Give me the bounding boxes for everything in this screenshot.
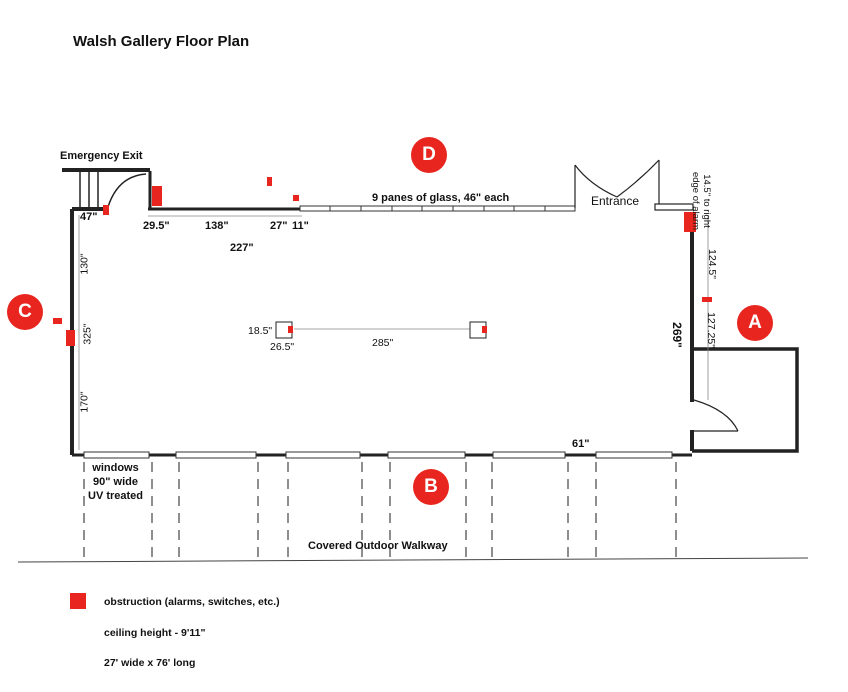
dim-18-5: 18.5" (248, 325, 273, 337)
dim-47: 47" (80, 211, 98, 223)
side-door (693, 399, 739, 432)
marker-c: C (7, 294, 43, 330)
glass-panes (299, 205, 576, 212)
dim-269: 269" (669, 322, 684, 348)
dim-61: 61" (572, 438, 590, 450)
alarm-note-line-2: edge of alarm (690, 171, 702, 231)
windows-line-2: 90" wide (93, 476, 138, 488)
legend-swatch (70, 593, 86, 609)
page-title: Walsh Gallery Floor Plan (73, 33, 250, 50)
alarm-note-line-1: 14.5" to right (701, 174, 713, 228)
dim-27: 27" (270, 220, 288, 232)
legend-size: 27' wide x 76' long (104, 657, 196, 669)
entrance-doors (574, 159, 694, 211)
dim-138: 138" (205, 220, 229, 232)
dim-127-25: 127.25" (704, 312, 717, 348)
exit-stairs (79, 172, 147, 208)
legend-ceiling: ceiling height - 9'11" (104, 627, 206, 639)
dim-26-5: 26.5" (270, 341, 295, 353)
glass-label: 9 panes of glass, 46" each (372, 192, 510, 204)
windows-line-3: UV treated (88, 490, 144, 502)
alarm-note: 14.5" to right edge of alarm (690, 172, 712, 230)
emergency-exit-label: Emergency Exit (60, 150, 143, 162)
dim-11: 11" (292, 220, 309, 232)
entrance-label: Entrance (591, 194, 640, 208)
windows-label: windows 90" wide UV treated (88, 461, 143, 503)
dim-29-5: 29.5" (143, 220, 170, 232)
walkway-label: Covered Outdoor Walkway (308, 540, 448, 552)
bottom-windows (83, 451, 673, 459)
marker-b: B (413, 469, 449, 505)
dim-227: 227" (230, 242, 254, 254)
dim-285: 285" (372, 337, 394, 349)
marker-a: A (737, 305, 773, 341)
pillars (275, 321, 487, 339)
marker-d: D (411, 137, 447, 173)
legend-obstruction: obstruction (alarms, switches, etc.) (104, 596, 280, 608)
dim-170: 170" (78, 391, 91, 413)
ground-line (17, 557, 809, 563)
windows-line-1: windows (92, 462, 139, 474)
obstructions (53, 177, 712, 346)
dim-325: 325" (81, 323, 94, 345)
dimension-lines (78, 215, 709, 450)
dim-124-5: 124.5" (706, 248, 719, 280)
dim-130: 130" (78, 253, 91, 275)
